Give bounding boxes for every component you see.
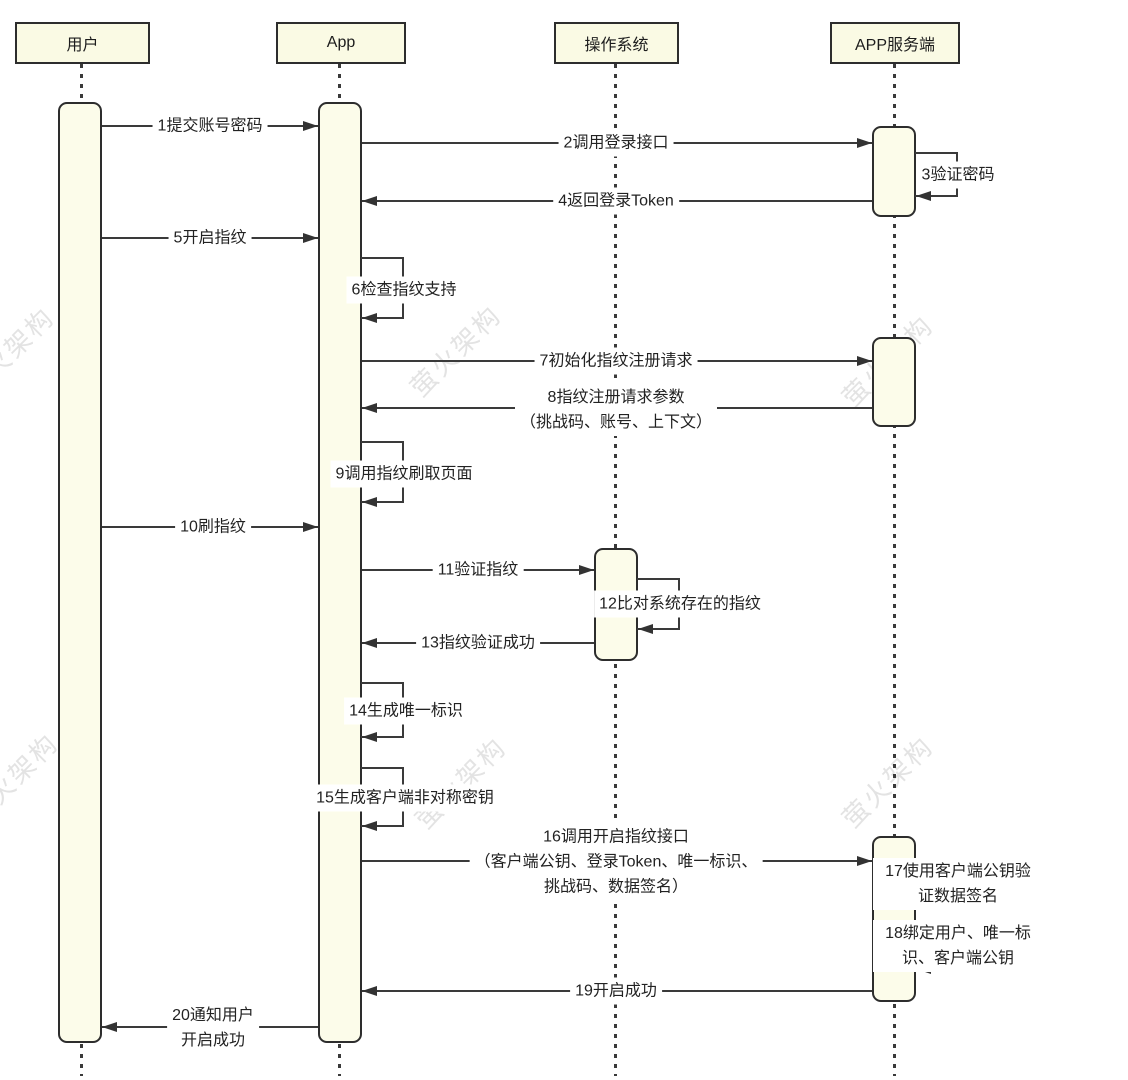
activation-server-2 (872, 337, 916, 427)
message-label-6: 6检查指纹支持 (346, 276, 462, 304)
arrowhead-10 (303, 522, 318, 532)
message-label-9: 9调用指纹刷取页面 (330, 460, 478, 488)
message-label-12: 12比对系统存在的指纹 (594, 590, 766, 618)
message-label-8: 8指纹注册请求参数 （挑战码、账号、上下文） (514, 384, 718, 436)
arrowhead-11 (579, 565, 594, 575)
message-label-7: 7初始化指纹注册请求 (534, 347, 698, 375)
actor-user-label: 用户 (66, 37, 99, 54)
arrowhead-3 (916, 191, 931, 201)
message-label-5: 5开启指纹 (168, 224, 252, 252)
arrowhead-4 (362, 196, 377, 206)
message-label-1: 1提交账号密码 (152, 112, 268, 140)
message-label-18: 18绑定用户、唯一标识、客户端公钥 (873, 920, 1043, 972)
message-label-17: 17使用客户端公钥验证数据签名 (873, 858, 1043, 910)
watermark-text: 萤火架构 (404, 299, 508, 403)
arrowhead-1 (303, 121, 318, 131)
watermark-text: 萤火架构 (0, 301, 61, 405)
message-label-16: 16调用开启指纹接口 （客户端公钥、登录Token、唯一标识、 挑战码、数据签名… (469, 823, 763, 901)
arrowhead-19 (362, 986, 377, 996)
watermark-text: 萤火架构 (409, 731, 513, 835)
message-label-3: 3验证密码 (916, 161, 1000, 189)
watermark-text: 萤火架构 (0, 727, 65, 831)
activation-app (318, 102, 362, 1043)
arrowhead-7 (857, 356, 872, 366)
arrowhead-13 (362, 638, 377, 648)
arrowhead-6 (362, 313, 377, 323)
activation-user (58, 102, 102, 1043)
arrowhead-5 (303, 233, 318, 243)
message-label-10: 10刷指纹 (175, 513, 251, 541)
message-label-4: 4返回登录Token (553, 187, 679, 215)
message-label-13: 13指纹验证成功 (416, 629, 540, 657)
actor-os: 操作系统 (554, 22, 679, 64)
arrowhead-15 (362, 821, 377, 831)
actor-os-label: 操作系统 (584, 37, 649, 54)
arrowhead-2 (857, 138, 872, 148)
arrowhead-20 (102, 1022, 117, 1032)
message-label-15: 15生成客户端非对称密钥 (311, 784, 499, 812)
lifeline-server (893, 64, 896, 1076)
actor-server-label: APP服务端 (854, 37, 936, 54)
arrowhead-12 (638, 624, 653, 634)
message-label-14: 14生成唯一标识 (344, 697, 468, 725)
actor-app: App (276, 22, 406, 64)
actor-app-label: App (326, 34, 356, 51)
activation-server-1 (872, 126, 916, 217)
actor-server: APP服务端 (830, 22, 960, 64)
message-label-19: 19开启成功 (570, 977, 662, 1005)
message-label-2: 2调用登录接口 (558, 129, 674, 157)
message-label-11: 11验证指纹 (432, 556, 524, 584)
arrowhead-8 (362, 403, 377, 413)
watermark-text: 萤火架构 (836, 730, 940, 834)
message-label-20: 20通知用户 开启成功 (167, 1002, 259, 1054)
arrowhead-16 (857, 856, 872, 866)
arrowhead-9 (362, 497, 377, 507)
arrowhead-14 (362, 732, 377, 742)
actor-user: 用户 (15, 22, 150, 64)
